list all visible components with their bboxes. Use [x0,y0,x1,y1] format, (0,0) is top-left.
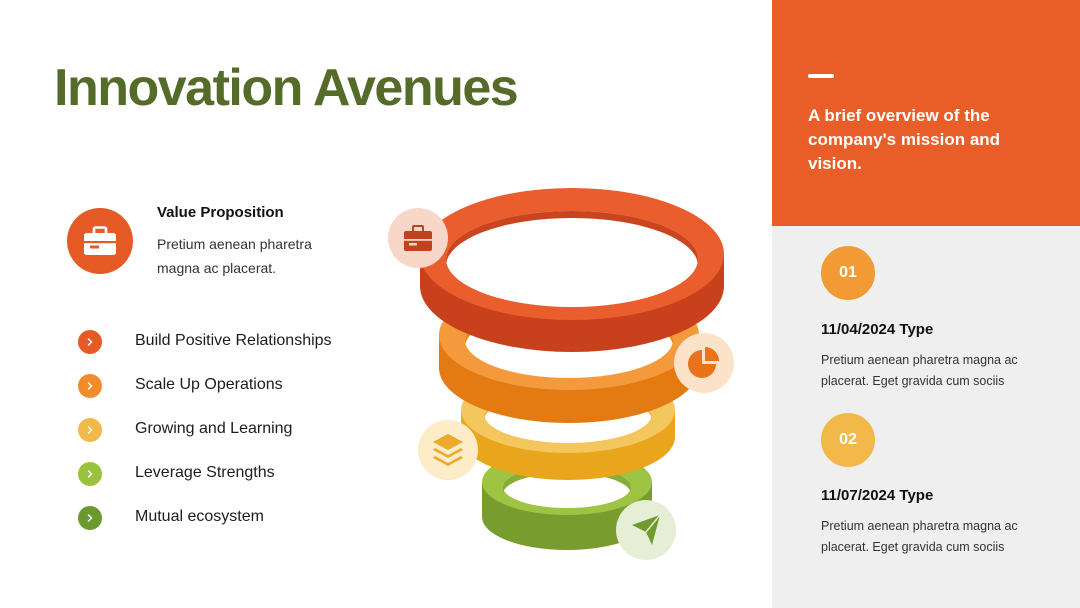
page-title: Innovation Avenues [54,59,519,117]
bullet-label: Build Positive Relationships [135,332,332,349]
info-panel: A brief overview of the company's missio… [772,0,1080,608]
chevron-right-icon [78,418,102,442]
list-item: Scale Up Operations [78,373,368,417]
overview-header: A brief overview of the company's missio… [772,0,1080,226]
chevron-right-icon [78,330,102,354]
value-proposition-title: Value Proposition [157,204,284,221]
send-icon [616,500,676,560]
bullet-list: Build Positive Relationships Scale Up Op… [78,329,368,549]
chevron-right-icon [78,506,102,530]
briefcase-icon [67,208,133,274]
overview-text: A brief overview of the company's missio… [808,106,1001,173]
bullet-label: Leverage Strengths [135,464,275,481]
chevron-right-icon [78,374,102,398]
step-body: Pretium aenean pharetra magna ac placera… [821,519,1018,554]
value-proposition-body: Pretium aenean pharetra magna ac placera… [157,236,312,276]
list-item: Build Positive Relationships [78,329,368,373]
step-badge: 02 [821,413,875,467]
list-item: Growing and Learning [78,417,368,461]
briefcase-icon [388,208,448,268]
list-item: Mutual ecosystem [78,505,368,549]
funnel-ring-1 [420,188,724,352]
step-badge: 01 [821,246,875,300]
pie-chart-icon [674,333,734,393]
list-item: Leverage Strengths [78,461,368,505]
step-body: Pretium aenean pharetra magna ac placera… [821,353,1018,388]
step-title: 11/07/2024 Type [821,487,934,504]
bullet-label: Mutual ecosystem [135,508,264,525]
chevron-right-icon [78,462,102,486]
bullet-label: Scale Up Operations [135,376,283,393]
step-title: 11/04/2024 Type [821,321,934,338]
layers-icon [418,420,478,480]
funnel-graphic [388,188,734,560]
bullet-label: Growing and Learning [135,420,293,437]
accent-dash [808,74,834,78]
